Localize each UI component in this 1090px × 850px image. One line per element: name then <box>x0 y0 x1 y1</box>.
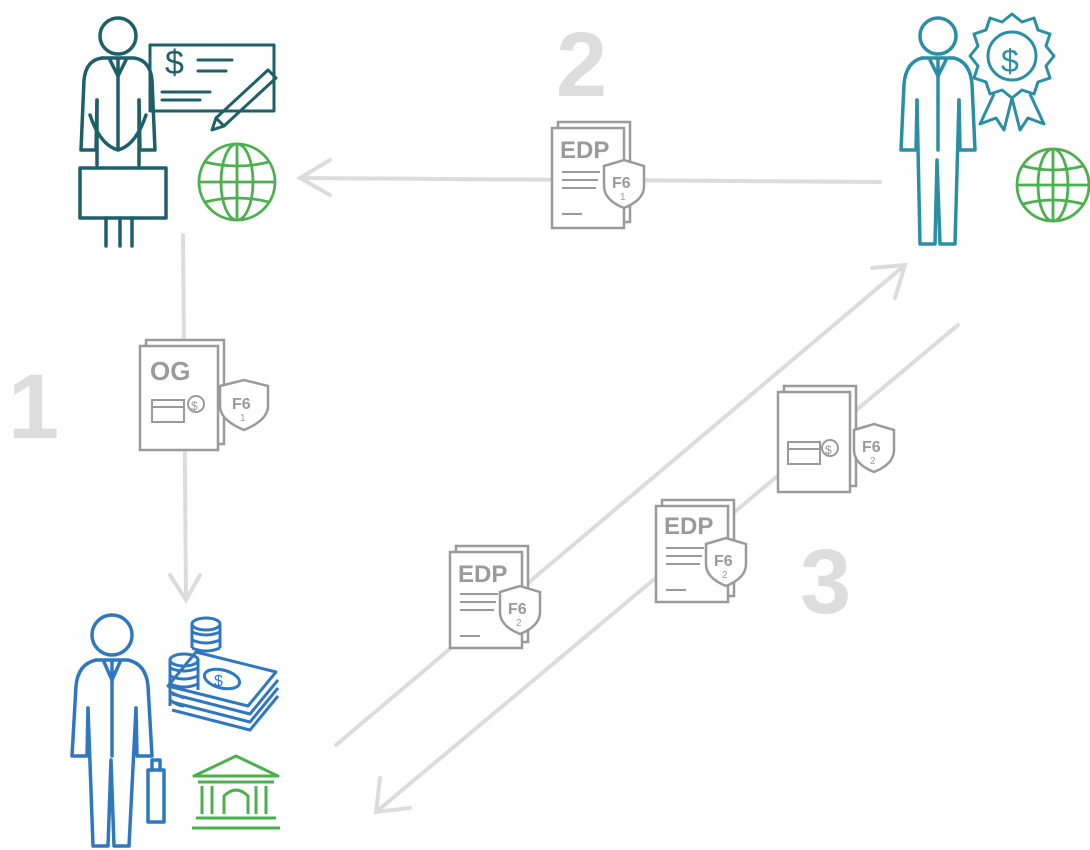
og-shield-label: F6 <box>232 396 251 413</box>
edp-document-icon: EDP F6 2 <box>654 498 748 604</box>
svg-text:$: $ <box>191 399 198 413</box>
arrow-head-down-left <box>373 776 412 815</box>
svg-text:$: $ <box>165 44 184 82</box>
edp-top-shield: F6 <box>612 175 631 192</box>
edp-document-icon: EDP F6 1 <box>550 120 646 230</box>
edp-up-title: EDP <box>458 561 507 588</box>
edp-down-shield-sub: 2 <box>722 570 728 581</box>
step-number-2: 2 <box>556 14 607 116</box>
seller-icon <box>899 16 977 246</box>
payment-shield-sub: 2 <box>870 456 876 467</box>
globe-icon <box>197 142 277 222</box>
edp-top-title: EDP <box>560 137 609 164</box>
arrow-head-up-right <box>870 262 908 300</box>
og-document-title: OG <box>150 356 190 386</box>
bank-building-icon <box>192 754 280 830</box>
edp-down-shield: F6 <box>714 553 733 570</box>
check-board-icon: $ <box>148 43 278 132</box>
money-stack-icon: $ <box>166 616 280 732</box>
payment-shield: F6 <box>862 439 881 456</box>
svg-text:$: $ <box>214 673 223 690</box>
svg-text:$: $ <box>825 443 832 457</box>
payment-document-icon: $ F6 2 <box>776 384 896 494</box>
arrow-bank-to-seller <box>334 263 907 747</box>
arrow-head-left <box>296 158 332 197</box>
award-badge-icon: $ <box>968 12 1056 132</box>
buyer-icon <box>78 16 168 248</box>
globe-icon <box>1015 147 1090 223</box>
og-document-icon: OG $ F6 1 <box>138 338 270 452</box>
edp-up-shield: F6 <box>508 601 527 618</box>
og-shield-sub: 1 <box>240 413 246 424</box>
edp-top-shield-sub: 1 <box>620 192 626 203</box>
arrow-head-down <box>168 573 202 604</box>
step-number-3: 3 <box>800 531 851 633</box>
bank-person-icon <box>70 613 166 848</box>
edp-document-icon: EDP F6 2 <box>448 544 542 650</box>
edp-up-shield-sub: 2 <box>516 618 522 629</box>
edp-down-title: EDP <box>664 513 713 540</box>
svg-text:$: $ <box>1001 43 1019 79</box>
step-number-1: 1 <box>8 356 59 458</box>
